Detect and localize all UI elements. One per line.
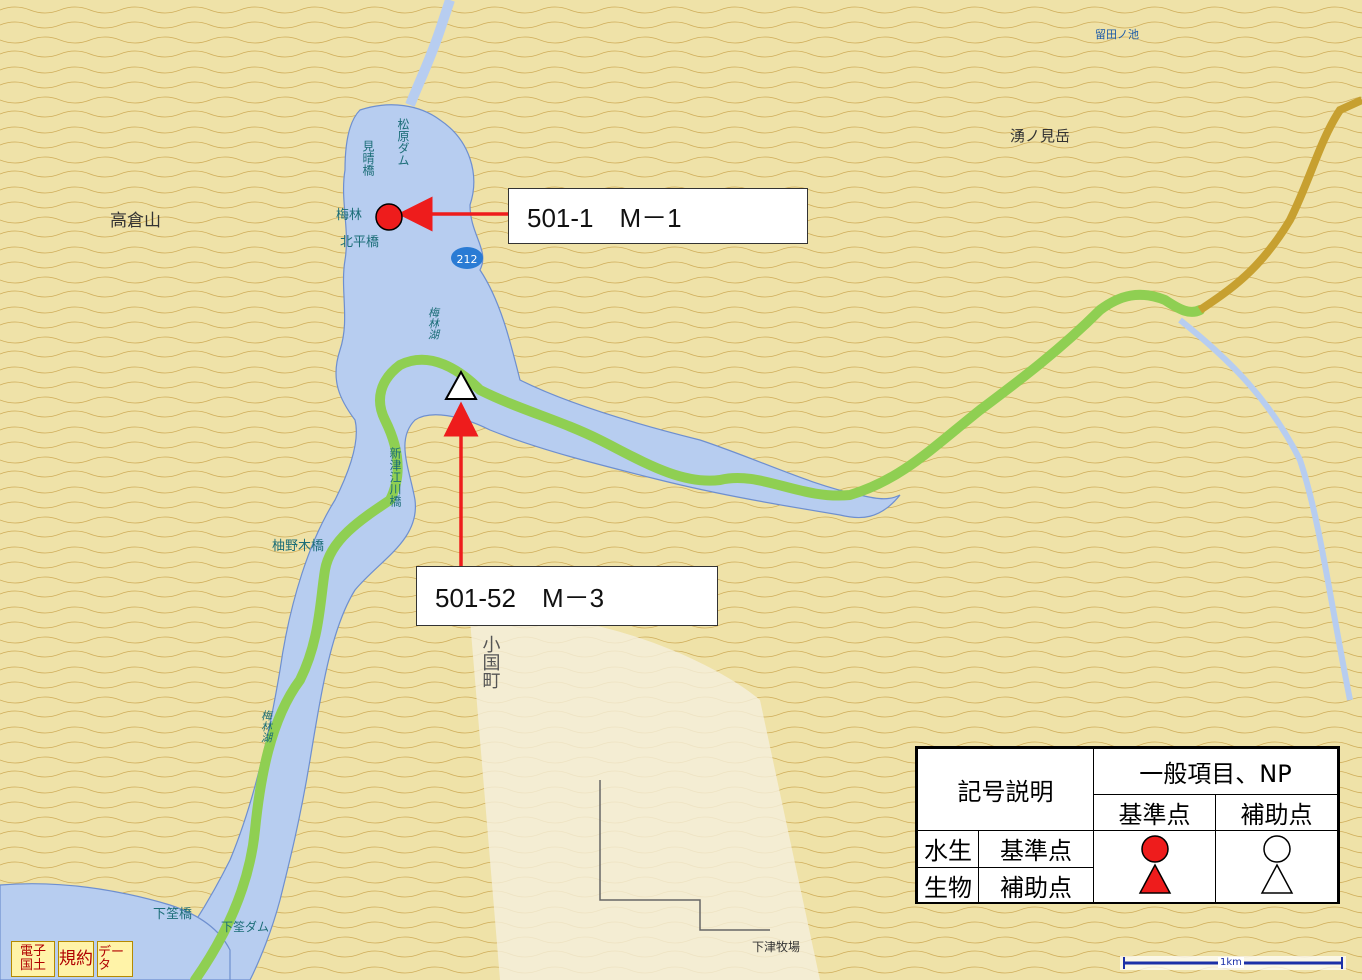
legend-col-aux: 補助点 [1215, 794, 1338, 831]
legend-row-base: 基準点 [978, 830, 1094, 868]
valley-area [470, 615, 820, 980]
legend-col-base: 基準点 [1093, 794, 1216, 831]
gsi-label: 電子国土 [19, 944, 46, 973]
callout-m3: 501-52 M－3 [416, 566, 718, 626]
label-umebayashiko: 梅林湖 [426, 307, 440, 340]
route-badge [451, 247, 483, 269]
label-umebayashi: 梅林 [336, 208, 362, 223]
legend-row-aux: 補助点 [978, 866, 1094, 904]
scale-bar: 1km [1120, 952, 1346, 974]
label-mihare-bashi: 見晴橋 [361, 140, 375, 177]
callout-m1: 501-1 M－1 [508, 188, 808, 244]
marker-m3-aux-point[interactable] [444, 369, 478, 400]
label-matsubara-dam: 松原ダム [396, 118, 410, 166]
label-shimouke-dam: 下筌ダム [221, 919, 269, 934]
lake-water [149, 104, 901, 980]
label-takakurayama: 高倉山 [110, 211, 161, 231]
east-river [1178, 317, 1353, 701]
label-shintsue-bashi: 新津江川橋 [388, 446, 402, 508]
label-yunomidake: 湧ノ見岳 [1010, 127, 1070, 145]
label-oguni: 小国町 [480, 635, 501, 689]
gsi-button[interactable]: 電子国土 [11, 941, 55, 977]
legend-table: 記号説明 一般項目、NP 基準点 補助点 水生 基準点 [917, 748, 1338, 904]
legend-row-group-a: 水生 [917, 830, 979, 868]
upper-river-course [1197, 96, 1362, 314]
aux-point-icon [1260, 835, 1293, 894]
terms-button[interactable]: 規約 [58, 941, 94, 977]
legend-row-group-b: 生物 [917, 866, 979, 904]
road [599, 780, 770, 931]
marker-m1-base-point[interactable] [375, 203, 403, 231]
label-umebayashiko-south: 梅林湖 [259, 710, 273, 743]
legend-symbol-aux [1215, 830, 1338, 904]
legend: 記号説明 一般項目、NP 基準点 補助点 水生 基準点 [915, 746, 1340, 904]
legend-symbol-base [1093, 830, 1216, 904]
route-number: 212 [457, 253, 478, 266]
legend-header: 一般項目、NP [1093, 748, 1338, 795]
upper-river [405, 0, 455, 107]
label-yuanoki-bashi: 柚野木橋 [272, 539, 324, 554]
river-course [190, 289, 1205, 980]
scale-label: 1km [1218, 957, 1244, 968]
data-button[interactable]: データ [97, 941, 133, 977]
label-tomedanoike: 留田ノ池 [1095, 28, 1139, 41]
base-point-icon [1138, 835, 1171, 894]
label-kitahira-bashi: 北平橋 [340, 235, 379, 250]
lower-lake-water [0, 883, 231, 980]
legend-title: 記号説明 [917, 748, 1094, 831]
label-shimotsu-bokujo: 下津牧場 [752, 940, 800, 954]
label-shimouke-bashi: 下筌橋 [153, 907, 192, 922]
